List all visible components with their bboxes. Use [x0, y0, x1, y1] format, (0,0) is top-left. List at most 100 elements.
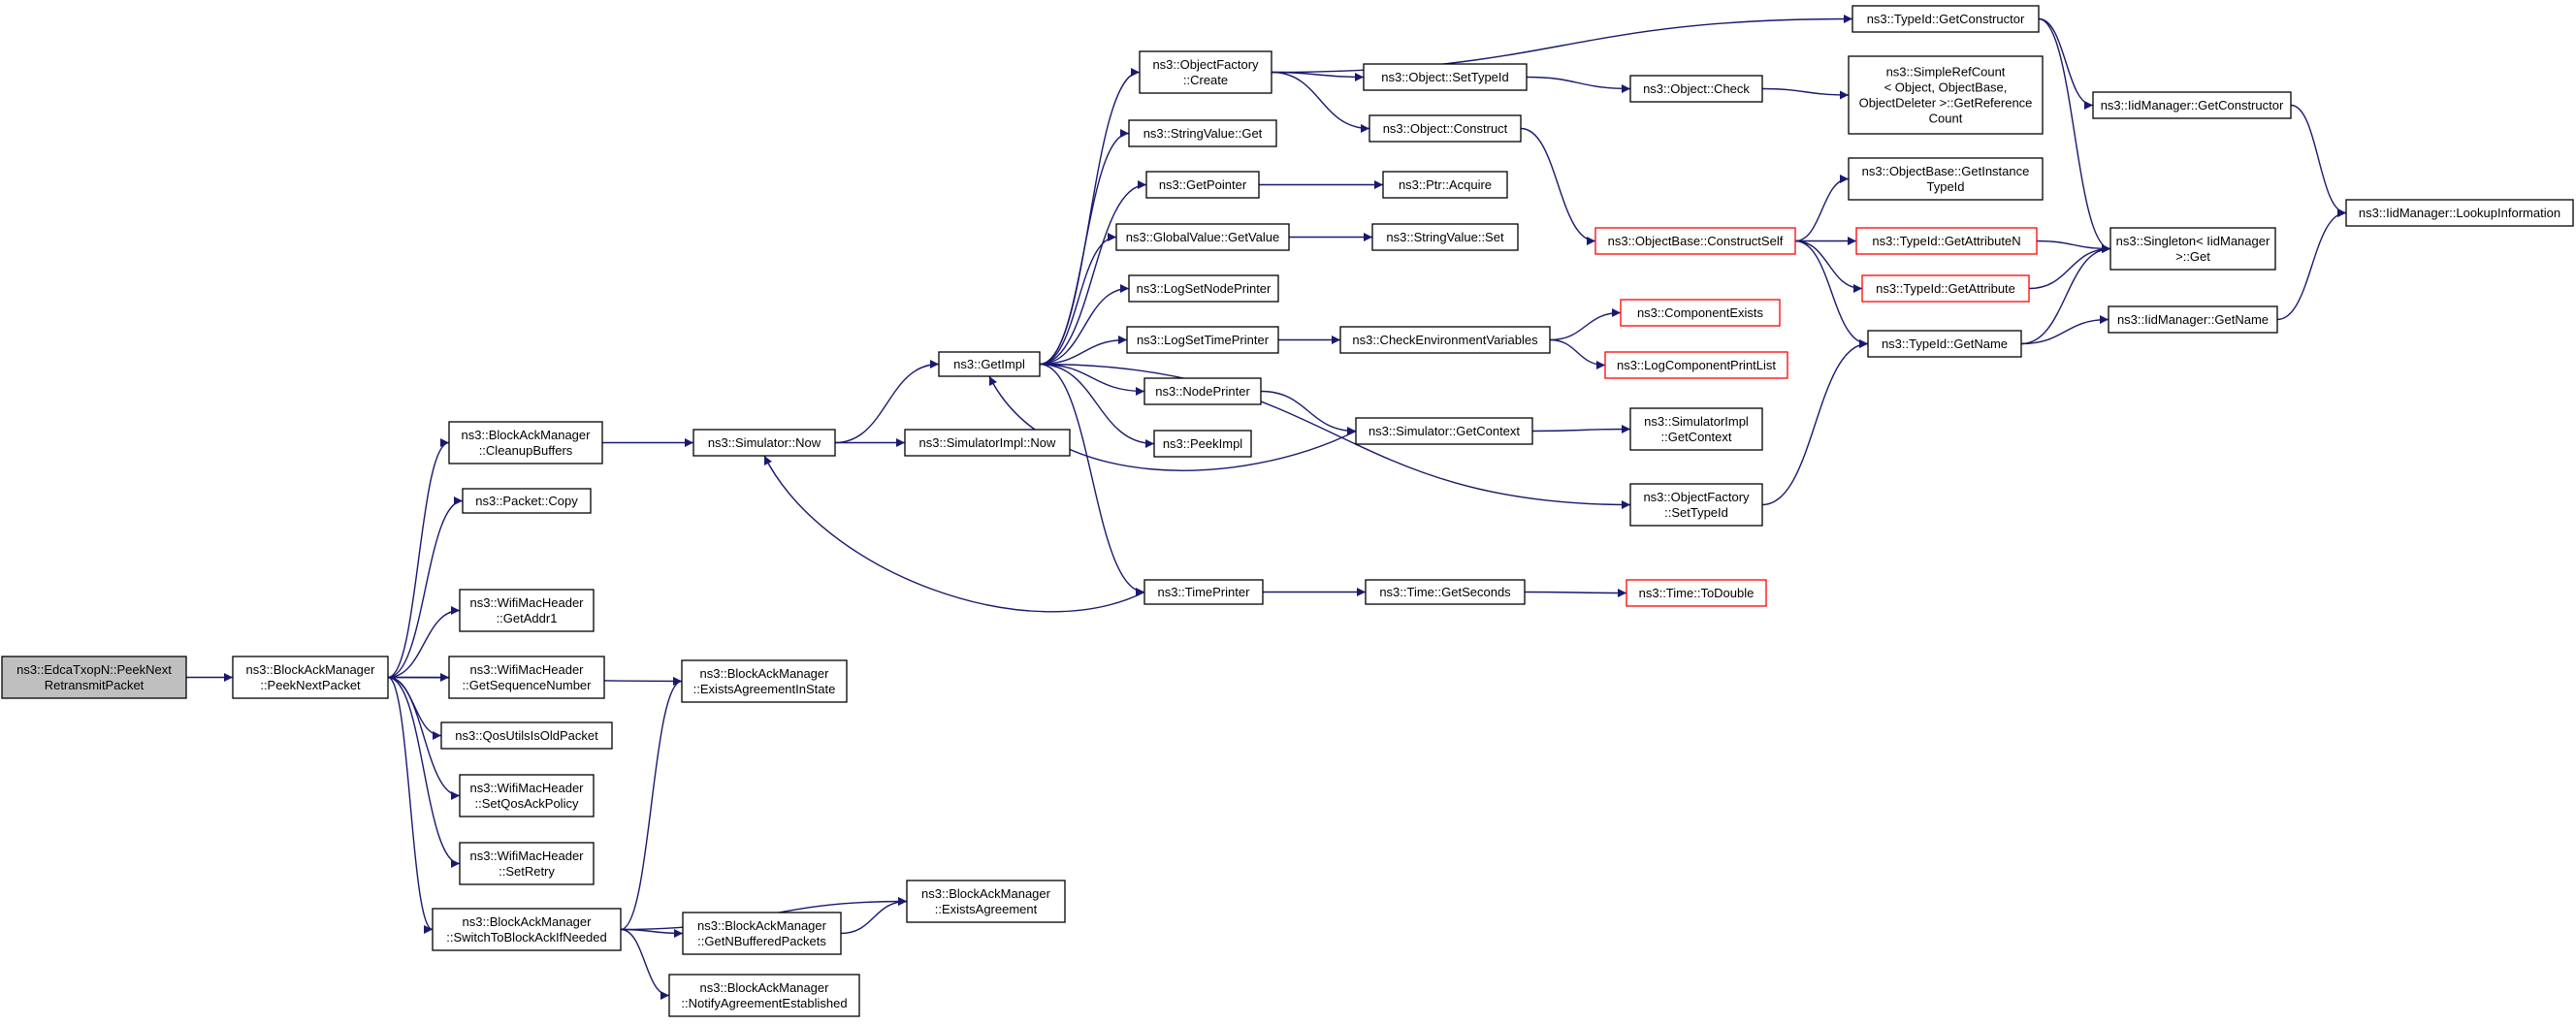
node-box[interactable]	[1594, 227, 1796, 255]
node-box[interactable]	[1355, 417, 1533, 445]
node-box[interactable]	[1626, 579, 1767, 607]
node-time-to-double[interactable]: ns3::Time::ToDouble	[1626, 579, 1767, 607]
node-set-retry[interactable]: ns3::WifiMacHeader::SetRetry	[459, 842, 595, 885]
node-box[interactable]	[2108, 305, 2278, 334]
node-exists-in-state[interactable]: ns3::BlockAckManager::ExistsAgreementInS…	[681, 659, 848, 703]
node-peek-impl[interactable]: ns3::PeekImpl	[1153, 430, 1252, 458]
node-box[interactable]	[448, 656, 605, 699]
node-simple-ref-count[interactable]: ns3::SimpleRefCount< Object, ObjectBase,…	[1848, 55, 2044, 135]
node-box[interactable]	[459, 774, 595, 817]
node-box[interactable]	[1848, 55, 2044, 135]
node-box[interactable]	[1339, 326, 1551, 354]
node-gv-get-value[interactable]: ns3::GlobalValue::GetValue	[1115, 223, 1290, 251]
node-box[interactable]	[232, 656, 389, 699]
node-sim-get-context[interactable]: ns3::Simulator::GetContext	[1355, 417, 1533, 445]
node-obj-construct[interactable]: ns3::Object::Construct	[1368, 114, 1522, 143]
node-obj-check[interactable]: ns3::Object::Check	[1629, 75, 1763, 103]
node-log-set-time[interactable]: ns3::LogSetTimePrinter	[1126, 326, 1279, 354]
node-time-get-seconds[interactable]: ns3::Time::GetSeconds	[1365, 579, 1526, 605]
node-str-get[interactable]: ns3::StringValue::Get	[1128, 119, 1277, 147]
node-box[interactable]	[459, 842, 595, 885]
node-iid-get-name[interactable]: ns3::IidManager::GetName	[2108, 305, 2278, 334]
node-of-set-type-id[interactable]: ns3::ObjectFactory::SetTypeId	[1629, 483, 1763, 527]
node-box[interactable]	[1143, 377, 1262, 405]
node-box[interactable]	[1382, 171, 1508, 199]
node-obj-set-type-id[interactable]: ns3::Object::SetTypeId	[1363, 63, 1528, 91]
node-box[interactable]	[1363, 63, 1528, 91]
node-get-impl[interactable]: ns3::GetImpl	[938, 351, 1041, 377]
node-box[interactable]	[1139, 50, 1272, 94]
node-node-printer[interactable]: ns3::NodePrinter	[1143, 377, 1262, 405]
node-box[interactable]	[1604, 351, 1788, 379]
node-switch-ba[interactable]: ns3::BlockAckManager::SwitchToBlockAckIf…	[432, 908, 622, 951]
node-str-set[interactable]: ns3::StringValue::Set	[1371, 223, 1519, 251]
node-box[interactable]	[1128, 119, 1277, 147]
node-construct-self[interactable]: ns3::ObjectBase::ConstructSelf	[1594, 227, 1796, 255]
node-tid-get-attr-n[interactable]: ns3::TypeId::GetAttributeN	[1855, 227, 2038, 255]
node-box[interactable]	[1126, 326, 1279, 354]
node-box[interactable]	[1365, 579, 1526, 605]
node-set-qos-ack[interactable]: ns3::WifiMacHeader::SetQosAckPolicy	[459, 774, 595, 817]
node-exists-agreement[interactable]: ns3::BlockAckManager::ExistsAgreement	[906, 880, 1066, 923]
node-box[interactable]	[1368, 114, 1522, 143]
node-singleton[interactable]: ns3::Singleton< IidManager>::Get	[2109, 227, 2276, 271]
node-log-comp-list[interactable]: ns3::LogComponentPrintList	[1604, 351, 1788, 379]
node-box[interactable]	[1867, 330, 2022, 358]
node-box[interactable]	[1855, 227, 2038, 255]
node-get-seq-num[interactable]: ns3::WifiMacHeader::GetSequenceNumber	[448, 656, 605, 699]
node-packet-copy[interactable]: ns3::Packet::Copy	[462, 488, 592, 514]
node-box[interactable]	[432, 908, 622, 951]
node-box[interactable]	[1852, 5, 2040, 33]
node-box[interactable]	[1371, 223, 1519, 251]
node-box[interactable]	[1861, 274, 2030, 303]
node-sim-now[interactable]: ns3::Simulator::Now	[692, 429, 836, 457]
node-box[interactable]	[448, 421, 603, 464]
node-box[interactable]	[462, 488, 592, 514]
node-box[interactable]	[2109, 227, 2276, 271]
node-box[interactable]	[681, 659, 848, 703]
node-box[interactable]	[459, 589, 595, 632]
node-box[interactable]	[682, 912, 842, 955]
node-box[interactable]	[1, 656, 187, 699]
node-box[interactable]	[1629, 483, 1763, 527]
node-type-id-get-ctor[interactable]: ns3::TypeId::GetConstructor	[1852, 5, 2040, 33]
node-box[interactable]	[906, 880, 1066, 923]
node-sim-impl-get-context[interactable]: ns3::SimulatorImpl::GetContext	[1629, 407, 1763, 451]
node-box[interactable]	[938, 351, 1041, 377]
node-log-set-node[interactable]: ns3::LogSetNodePrinter	[1128, 274, 1279, 303]
node-box[interactable]	[1620, 299, 1781, 327]
node-box[interactable]	[2092, 91, 2292, 119]
node-box[interactable]	[440, 721, 613, 750]
node-iid-lookup[interactable]: ns3::IidManager::LookupInformation	[2345, 199, 2574, 227]
node-cleanup-buffers[interactable]: ns3::BlockAckManager::CleanupBuffers	[448, 421, 603, 464]
node-notify-established[interactable]: ns3::BlockAckManager::NotifyAgreementEst…	[668, 974, 860, 1017]
node-component-exists[interactable]: ns3::ComponentExists	[1620, 299, 1781, 327]
node-box[interactable]	[1153, 430, 1252, 458]
node-iid-get-ctor[interactable]: ns3::IidManager::GetConstructor	[2092, 91, 2292, 119]
node-box[interactable]	[1848, 157, 2044, 201]
node-box[interactable]	[1115, 223, 1290, 251]
node-get-addr1[interactable]: ns3::WifiMacHeader::GetAddr1	[459, 589, 595, 632]
node-box[interactable]	[1128, 274, 1279, 303]
node-peek-next-packet[interactable]: ns3::BlockAckManager::PeekNextPacket	[232, 656, 389, 699]
node-of-create[interactable]: ns3::ObjectFactory::Create	[1139, 50, 1272, 94]
node-box[interactable]	[1143, 579, 1264, 605]
node-box[interactable]	[1629, 407, 1763, 451]
node-box[interactable]	[1145, 171, 1260, 199]
node-box[interactable]	[692, 429, 836, 457]
node-get-pointer[interactable]: ns3::GetPointer	[1145, 171, 1260, 199]
node-tid-get-attr[interactable]: ns3::TypeId::GetAttribute	[1861, 274, 2030, 303]
node-qos-old[interactable]: ns3::QosUtilsIsOldPacket	[440, 721, 613, 750]
node-sim-impl-now[interactable]: ns3::SimulatorImpl::Now	[904, 429, 1071, 457]
node-box[interactable]	[904, 429, 1071, 457]
node-box[interactable]	[1629, 75, 1763, 103]
node-box[interactable]	[668, 974, 860, 1017]
node-tid-get-name[interactable]: ns3::TypeId::GetName	[1867, 330, 2022, 358]
node-get-nbuffered[interactable]: ns3::BlockAckManager::GetNBufferedPacket…	[682, 912, 842, 955]
node-box[interactable]	[2345, 199, 2574, 227]
node-time-printer[interactable]: ns3::TimePrinter	[1143, 579, 1264, 605]
node-ptr-acquire[interactable]: ns3::Ptr::Acquire	[1382, 171, 1508, 199]
node-check-env[interactable]: ns3::CheckEnvironmentVariables	[1339, 326, 1551, 354]
